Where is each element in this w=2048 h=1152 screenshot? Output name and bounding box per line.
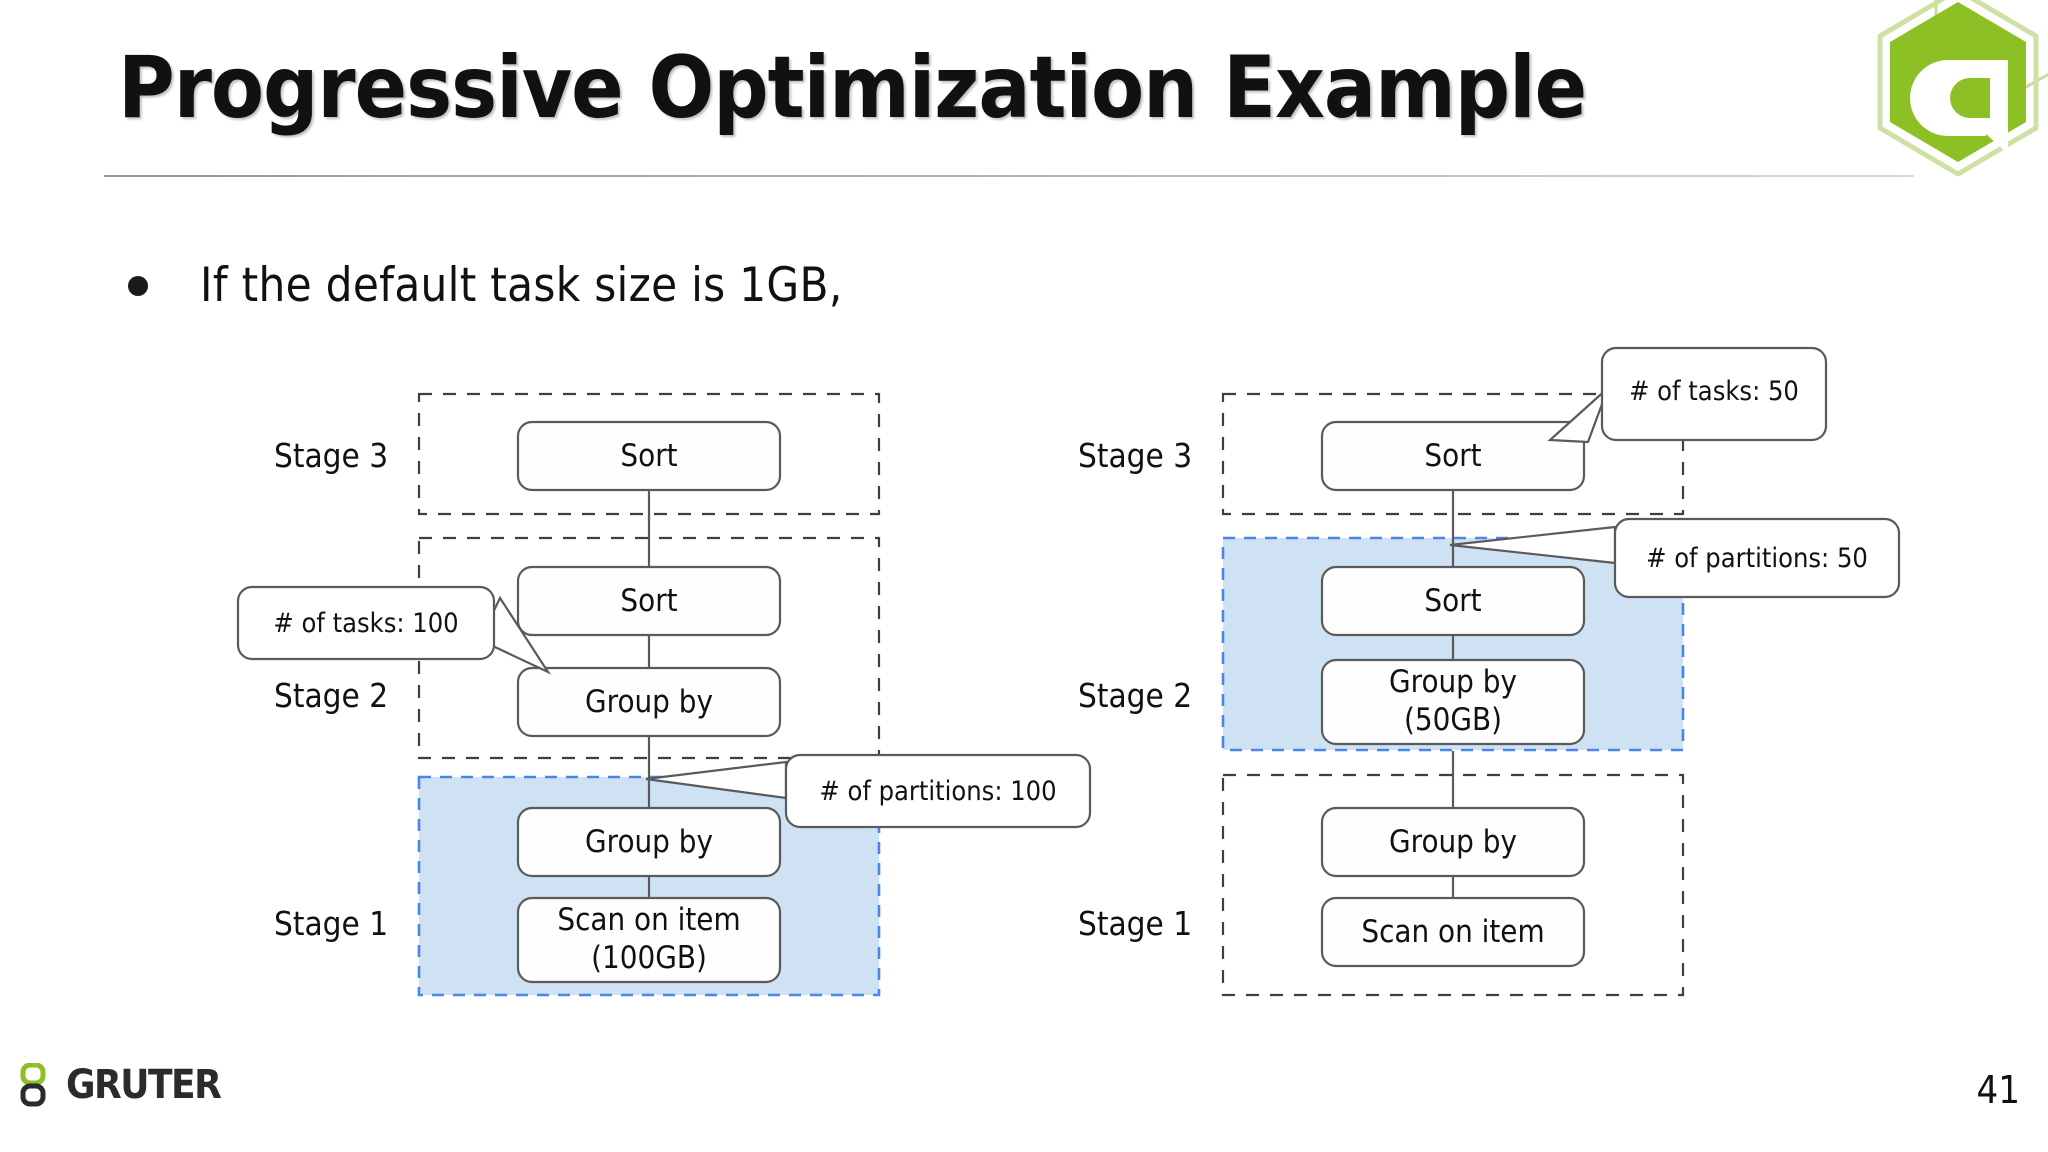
node-scan-stage1-after[interactable]: Scan on item [1320,896,1586,968]
callout-partitions-50-label: # of partitions: 50 [1646,543,1868,574]
stage2-label-before: Stage 2 [274,676,388,715]
node-sort-stage2-after[interactable]: Sort [1320,565,1586,637]
title-divider [104,175,1914,177]
node-groupby-stage2-after[interactable]: Group by (50GB) [1320,658,1586,746]
node-scan-stage1-before[interactable]: Scan on item (100GB) [516,896,782,984]
node-groupby-stage2-before[interactable]: Group by [516,666,782,738]
bullet-item: If the default task size is 1GB, [128,258,843,313]
gruter-footer-logo: GRUTER [20,1062,222,1108]
gruter-hexagon-logo [1877,0,2039,177]
node-groupby-stage1-after[interactable]: Group by [1320,806,1586,878]
node-scan-stage1-before-size: (100GB) [591,940,707,976]
node-groupby-stage2-after-label: Group by [1389,664,1517,700]
bullet-dot-icon [128,275,148,296]
stage3-label-before: Stage 3 [274,436,388,475]
node-sort-stage3-before-label: Sort [620,438,677,474]
node-groupby-stage1-before[interactable]: Group by [516,806,782,878]
callout-partitions-100: # of partitions: 100 [645,753,1092,829]
node-sort-stage3-after[interactable]: Sort [1320,420,1586,492]
node-sort-stage2-before-label: Sort [620,583,677,619]
node-groupby-stage1-after-label: Group by [1389,824,1517,860]
stage1-box-after [1221,773,1685,997]
node-groupby-stage1-before-label: Group by [585,824,713,860]
plan-after-optimization: Stage 3 Stage 2 Stage 1 Sort Sort Group … [1078,346,1901,997]
node-scan-stage1-before-label: Scan on item [557,902,740,938]
node-sort-stage2-after-label: Sort [1424,583,1481,619]
page-title: Progressive Optimization Example [118,38,1587,138]
callout-tasks-50-label: # of tasks: 50 [1629,376,1799,407]
stage1-label-before: Stage 1 [274,904,388,943]
gruter-g-mark-icon [20,1063,46,1107]
stage1-label-after: Stage 1 [1078,904,1192,943]
node-sort-stage3-after-label: Sort [1424,438,1481,474]
callout-tasks-100-label: # of tasks: 100 [273,608,458,639]
bullet-text: If the default task size is 1GB, [200,258,843,313]
node-sort-stage3-before[interactable]: Sort [516,420,782,492]
stage2-label-after: Stage 2 [1078,676,1192,715]
node-scan-stage1-after-label: Scan on item [1361,914,1544,950]
node-groupby-stage2-before-label: Group by [585,684,713,720]
callout-tasks-100: # of tasks: 100 [236,585,552,675]
callout-tasks-50: # of tasks: 50 [1547,346,1828,444]
page-number: 41 [1976,1068,2021,1112]
stage3-label-after: Stage 3 [1078,436,1192,475]
gruter-wordmark: GRUTER [66,1062,222,1108]
callout-partitions-50: # of partitions: 50 [1449,517,1901,599]
node-groupby-stage2-after-size: (50GB) [1404,702,1502,738]
callout-partitions-100-label: # of partitions: 100 [819,776,1056,807]
plan-before-optimization: Stage 3 Stage 2 Stage 1 Sort Sort Group … [236,392,1092,997]
node-sort-stage2-before[interactable]: Sort [516,565,782,637]
